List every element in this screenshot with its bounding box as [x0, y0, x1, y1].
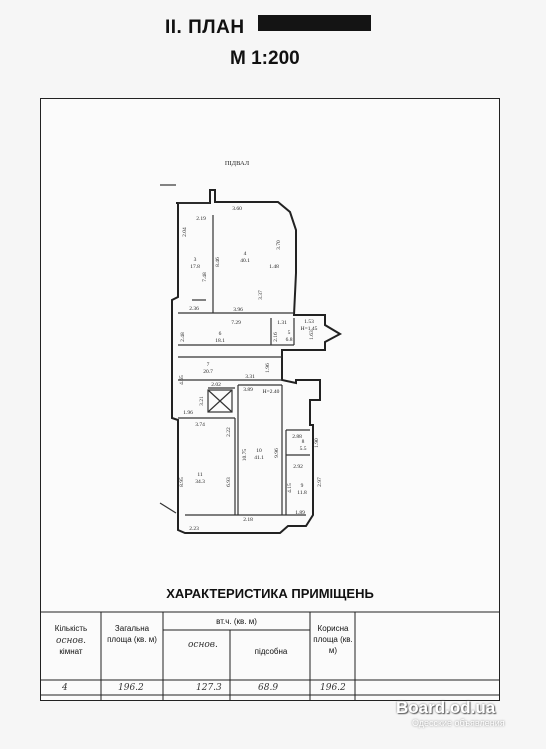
watermark-subtext: Одесские объявления: [412, 718, 505, 728]
dim-2-36: 2.36: [189, 306, 199, 312]
dim-3-96: 3.96: [233, 307, 243, 313]
col-rooms-line1: Кількість: [54, 624, 88, 633]
dim-6-93: 6.93: [226, 477, 232, 487]
dim-2-16: 2.16: [273, 332, 279, 342]
room-3-num: 3: [194, 257, 197, 263]
dim-2-88: 2.88: [292, 434, 302, 440]
room-8-area: 5.5: [300, 446, 307, 452]
dim-2-02: 2.02: [211, 382, 221, 388]
room-6-num: 6: [219, 331, 222, 337]
dim-2-48: 2.48: [180, 332, 186, 342]
dim-2-92: 2.92: [293, 464, 303, 470]
value-main: 127.3: [196, 683, 222, 693]
dim-2-97: 2.97: [317, 477, 323, 487]
room-8-num: 8: [302, 439, 305, 445]
dim-1-89: 1.89: [295, 510, 305, 516]
col-main-handwritten: основ.: [188, 640, 218, 650]
dim-1-48: 1.48: [269, 264, 279, 270]
dim-h-1-45: H=1.45: [301, 326, 318, 332]
dim-8-46: 8.46: [215, 257, 221, 267]
room-3-area: 17.8: [190, 264, 200, 270]
dim-1-53: 1.53: [304, 319, 314, 325]
dim-1-90: 1.90: [314, 438, 320, 448]
value-total: 196.2: [118, 683, 144, 693]
col-incl-header: вт.ч. (кв. м): [216, 617, 257, 626]
room-5-num: 5: [288, 330, 291, 336]
room-6-area: 18.1: [215, 338, 225, 344]
room-7-num: 7: [207, 362, 210, 368]
value-aux: 68.9: [258, 683, 279, 693]
dim-10-75: 10.75: [242, 449, 248, 462]
dim-8-95: 8.95: [179, 477, 185, 487]
value-useful: 196.2: [320, 683, 346, 693]
dim-3-21: 3.21: [199, 396, 205, 406]
dim-3-70: 3.70: [276, 240, 282, 250]
room-4-area: 40.1: [240, 258, 250, 264]
col-rooms-line3: кімнат: [59, 646, 83, 656]
dim-3-37: 3.37: [258, 290, 264, 300]
dim-2-18: 2.18: [243, 517, 253, 523]
watermark: Board.od.ua: [396, 698, 496, 717]
dim-2-23: 2.23: [189, 526, 199, 532]
dim-3-60: 3.60: [232, 206, 242, 212]
room-11-area: 34.3: [195, 479, 205, 485]
dim-h-2-40: H=2.40: [263, 389, 280, 395]
outer-wall: [171, 189, 343, 534]
dim-4-65: 4.65: [179, 375, 185, 385]
dim-7-48: 7.48: [202, 272, 208, 282]
value-rooms: 4: [62, 683, 68, 693]
col-rooms-handwritten: основ.: [56, 635, 86, 646]
dim-2-19: 2.19: [196, 216, 206, 222]
room-4-num: 4: [244, 251, 247, 257]
col-rooms-header: Кількість основ. кімнат: [41, 624, 101, 658]
dim-4-15: 4.15: [287, 483, 293, 493]
dim-7-29: 7.29: [231, 320, 241, 326]
room-9-num: 9: [301, 483, 304, 489]
room-9-area: 11.8: [297, 490, 307, 496]
room-7-area: 20.7: [203, 369, 213, 375]
room-5-area: 6.8: [286, 337, 293, 343]
col-useful-header: Корисна площа (кв. м): [313, 624, 353, 655]
col-aux-header: підсобна: [254, 647, 288, 656]
plan-title: II. ПЛАН: [165, 17, 245, 38]
dim-9-96: 9.96: [274, 448, 280, 458]
drawing-frame: [40, 98, 500, 701]
room-10-num: 10: [256, 448, 262, 454]
dim-1-63: 1.63: [309, 330, 315, 340]
redacted-block: [258, 15, 371, 31]
col-total-header: Загальна площа (кв. м): [107, 624, 157, 644]
dim-3-74: 3.74: [195, 422, 205, 428]
dim-1-96: 1.96: [183, 410, 193, 416]
dim-1-31: 1.31: [277, 320, 287, 326]
level-label: ПІДВАЛ: [225, 160, 250, 167]
dim-3-31: 3.31: [245, 374, 255, 380]
dim-3-89: 3.89: [243, 387, 253, 393]
room-11-num: 11: [197, 472, 203, 478]
dim-2-04: 2.04: [182, 227, 188, 237]
dim-2-22: 2.22: [226, 427, 232, 437]
characteristics-title: ХАРАКТЕРИСТИКА ПРИМІЩЕНЬ: [166, 586, 374, 601]
dim-1-96-vertical: 1.96: [265, 363, 271, 373]
room-10-area: 41.1: [254, 455, 264, 461]
plan-scale: М 1:200: [230, 48, 300, 69]
